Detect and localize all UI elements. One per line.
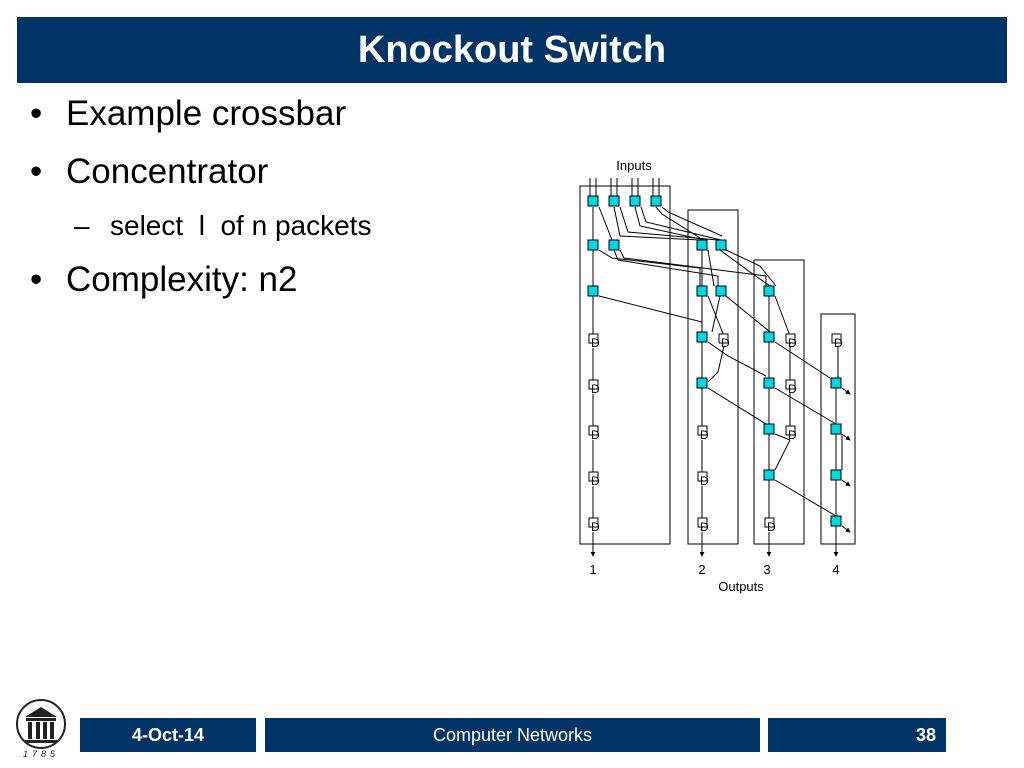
switch-element	[763, 331, 775, 343]
bullet-text: Complexity: n2	[66, 260, 298, 299]
bullet-text: Concentrator	[66, 152, 269, 191]
delay-element	[785, 379, 796, 390]
switch-element	[830, 469, 842, 481]
concentrator-box-1	[579, 185, 671, 545]
switch-element	[587, 195, 599, 207]
bullet-item: • Concentrator	[30, 152, 550, 210]
delay-label: D	[700, 428, 709, 442]
delay-element	[588, 333, 599, 344]
inputs-label: Inputs	[616, 158, 652, 173]
delay-label: D	[591, 474, 600, 488]
title-bar: Knockout Switch	[17, 17, 1007, 83]
bullet-item: • Example crossbar	[30, 94, 550, 152]
delay-element	[588, 425, 599, 436]
switch-element	[763, 285, 775, 297]
bullet-marker: •	[30, 94, 43, 133]
bullet-marker: •	[30, 152, 43, 191]
switch-element	[650, 195, 662, 207]
delay-element	[588, 379, 599, 390]
switch-element	[715, 285, 727, 297]
delay-label: D	[721, 336, 730, 350]
output-number: 3	[763, 562, 770, 577]
delay-label: D	[834, 336, 843, 350]
delay-element	[697, 425, 708, 436]
switch-element	[696, 285, 708, 297]
switch-element	[696, 331, 708, 343]
output-number: 4	[832, 562, 839, 577]
delay-label: D	[767, 520, 776, 534]
switch-element	[696, 239, 708, 251]
delay-element	[697, 517, 708, 528]
knockout-switch-diagram: Inputs	[579, 158, 856, 594]
delay-element	[718, 333, 729, 344]
delay-label: D	[700, 520, 709, 534]
switch-element	[608, 195, 620, 207]
logo-year: 1785	[23, 749, 59, 759]
sub-bullet-item: – select l of n packets	[30, 210, 550, 260]
delay-element	[785, 425, 796, 436]
switch-element	[715, 239, 727, 251]
switch-element	[608, 239, 620, 251]
switch-element	[696, 377, 708, 389]
delay-label: D	[591, 520, 600, 534]
switch-element	[763, 469, 775, 481]
delay-element	[785, 333, 796, 344]
delay-element	[588, 517, 599, 528]
delay-element	[831, 333, 842, 344]
delay-element	[588, 471, 599, 482]
university-logo: 1785	[16, 699, 66, 759]
footer-date: 4-Oct-14	[80, 718, 256, 752]
switch-element	[587, 285, 599, 297]
switch-element	[763, 423, 775, 435]
switch-wiring	[590, 206, 851, 557]
concentrator-box-4	[820, 313, 856, 545]
bullet-marker: •	[30, 260, 43, 299]
delay-label: D	[788, 382, 797, 396]
bullet-text: Example crossbar	[66, 94, 347, 133]
delay-label: D	[591, 382, 600, 396]
sub-bullet-text: select l of n packets	[110, 210, 372, 241]
bullet-item: • Complexity: n2	[30, 260, 550, 318]
delay-label: D	[788, 336, 797, 350]
delay-label: D	[591, 336, 600, 350]
switch-element	[830, 515, 842, 527]
switch-elements	[587, 195, 842, 527]
page-number: 38	[768, 718, 946, 752]
delay-label: D	[591, 428, 600, 442]
input-lines	[589, 178, 660, 196]
slide-title: Knockout Switch	[357, 28, 667, 71]
switch-element	[830, 423, 842, 435]
delay-label: D	[788, 428, 797, 442]
delay-label: D	[700, 474, 709, 488]
bullet-list: • Example crossbar • Concentrator – sele…	[30, 94, 550, 318]
delay-element	[697, 471, 708, 482]
sub-bullet-marker: –	[74, 210, 90, 241]
output-number: 2	[698, 562, 705, 577]
switch-element	[629, 195, 641, 207]
concentrator-box-3	[753, 259, 805, 545]
concentrator-box-2	[687, 209, 739, 545]
delay-element	[764, 517, 775, 528]
output-number: 1	[589, 562, 596, 577]
switch-element	[587, 239, 599, 251]
footer-course: Computer Networks	[265, 718, 760, 752]
outputs-label: Outputs	[718, 579, 764, 594]
delay-elements	[588, 333, 842, 528]
switch-element	[830, 377, 842, 389]
switch-element	[763, 377, 775, 389]
